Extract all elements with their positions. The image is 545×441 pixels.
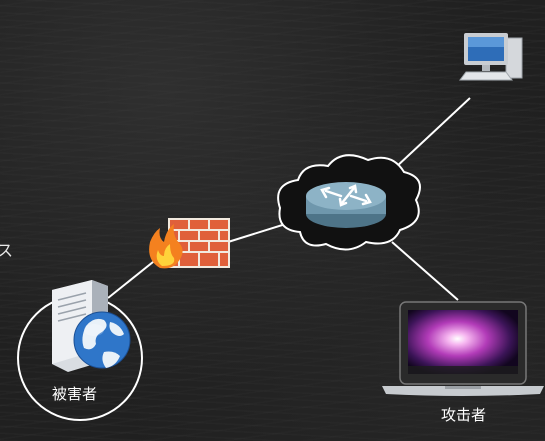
firewall-icon — [149, 218, 230, 269]
cut-off-edge-text: ス — [0, 241, 14, 260]
server-globe-icon — [52, 280, 131, 372]
attacker-label: 攻击者 — [441, 406, 487, 424]
link-router-laptop — [391, 241, 459, 301]
desktop-computer-icon — [459, 33, 523, 81]
link-firewall-router — [227, 221, 293, 243]
router-cloud-icon — [277, 154, 421, 251]
victim-label: 被害者 — [52, 385, 98, 403]
link-router-desktop — [394, 97, 471, 169]
laptop-icon — [382, 301, 544, 396]
link-victim-firewall — [107, 257, 159, 299]
